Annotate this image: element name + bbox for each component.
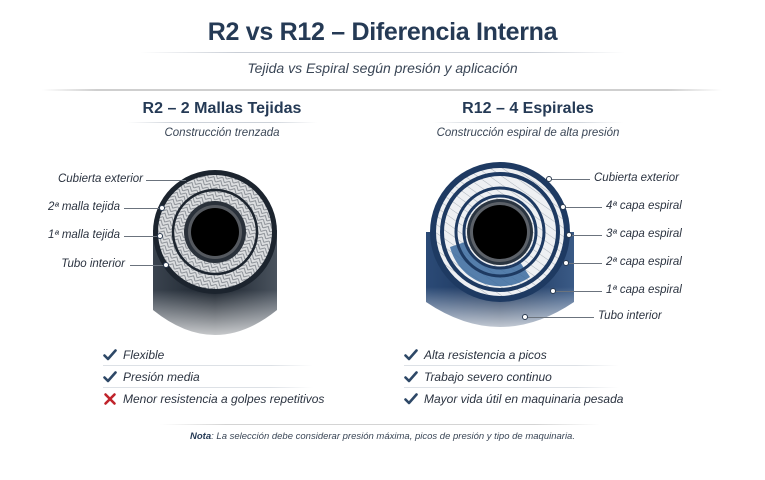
r2-label-2a-malla: 2ª malla tejida — [47, 201, 120, 213]
page-subtitle: Tejida vs Espiral según presión y aplica… — [247, 60, 518, 76]
r12-title-divider — [433, 122, 623, 123]
r2-leader-line — [146, 180, 186, 181]
r2-subtitle: Construcción trenzada — [164, 127, 280, 139]
list-divider — [404, 387, 619, 388]
r12-subtitle: Construcción espiral de alta presión — [436, 127, 620, 139]
r2-feature-item: Flexible — [103, 344, 324, 366]
r2-leader-line — [124, 236, 160, 237]
r2-feature-item: Menor resistencia a golpes repetitivos — [103, 388, 324, 410]
cross-icon — [104, 393, 116, 405]
list-divider — [103, 387, 313, 388]
r12-leader-line — [528, 317, 594, 318]
page-title: R2 vs R12 – Diferencia Interna — [207, 18, 558, 46]
r2-feature-text: Menor resistencia a golpes repetitivos — [123, 392, 325, 406]
r2-leader-line — [124, 208, 162, 209]
list-divider — [103, 365, 313, 366]
r2-leader-line — [130, 265, 166, 266]
check-icon — [404, 393, 418, 405]
note-label: Nota — [190, 431, 212, 442]
r12-feature-item: Trabajo severo continuo — [404, 366, 623, 388]
r12-hose-cross-section-illustration — [420, 162, 580, 342]
r2-label-tubo-interior: Tubo interior — [61, 258, 125, 270]
r2-hose-cross-section-illustration — [145, 170, 285, 350]
r12-callout-dot — [522, 314, 528, 320]
r12-label-1a-capa: 1ª capa espiral — [606, 284, 682, 296]
r12-callout-dot — [563, 260, 569, 266]
r12-feature-text: Mayor vida útil en maquinaria pesada — [424, 392, 624, 406]
r12-feature-list: Alta resistencia a picos Trabajo severo … — [404, 344, 623, 410]
r12-feature-text: Trabajo severo continuo — [424, 370, 552, 384]
note-divider — [160, 424, 600, 425]
r2-title: R2 – 2 Mallas Tejidas — [142, 100, 302, 117]
r12-label-3a-capa: 3ª capa espiral — [606, 228, 682, 240]
header-divider — [42, 89, 722, 91]
r12-feature-text: Alta resistencia a picos — [424, 348, 547, 362]
r12-leader-line — [569, 263, 602, 264]
title-divider — [140, 52, 625, 53]
r12-callout-dot — [566, 232, 572, 238]
r2-callout-dot — [157, 233, 163, 239]
footer-note: Nota: La selección debe considerar presi… — [0, 431, 765, 442]
r12-label-2a-capa: 2ª capa espiral — [606, 256, 682, 268]
r12-callout-dot — [550, 288, 556, 294]
r2-callout-dot — [163, 262, 169, 268]
r12-callout-dot — [546, 176, 552, 182]
r12-leader-line — [556, 291, 602, 292]
list-divider — [404, 365, 619, 366]
check-icon — [103, 371, 117, 383]
r2-feature-list: Flexible Presión media Menor resistencia… — [103, 344, 324, 410]
check-icon — [404, 349, 418, 361]
r12-title: R12 – 4 Espirales — [462, 100, 594, 117]
r2-title-divider — [127, 122, 317, 123]
r12-leader-line — [572, 235, 602, 236]
r12-callout-dot — [560, 204, 566, 210]
r2-feature-text: Flexible — [123, 348, 165, 362]
r2-feature-item: Presión media — [103, 366, 324, 388]
check-icon — [404, 371, 418, 383]
r12-label-4a-capa: 4ª capa espiral — [606, 200, 682, 212]
r2-callout-dot — [159, 205, 165, 211]
r2-label-cubierta-exterior: Cubierta exterior — [57, 173, 143, 185]
r12-label-tubo-interior: Tubo interior — [598, 310, 662, 322]
r12-leader-line — [552, 179, 590, 180]
check-icon — [103, 349, 117, 361]
r12-label-cubierta-exterior: Cubierta exterior — [594, 172, 680, 184]
r12-feature-item: Alta resistencia a picos — [404, 344, 623, 366]
r2-feature-text: Presión media — [123, 370, 200, 384]
r12-feature-item: Mayor vida útil en maquinaria pesada — [404, 388, 623, 410]
r2-label-1a-malla: 1ª malla tejida — [47, 229, 120, 241]
note-text: : La selección debe considerar presión m… — [211, 431, 575, 442]
r12-leader-line — [566, 207, 602, 208]
